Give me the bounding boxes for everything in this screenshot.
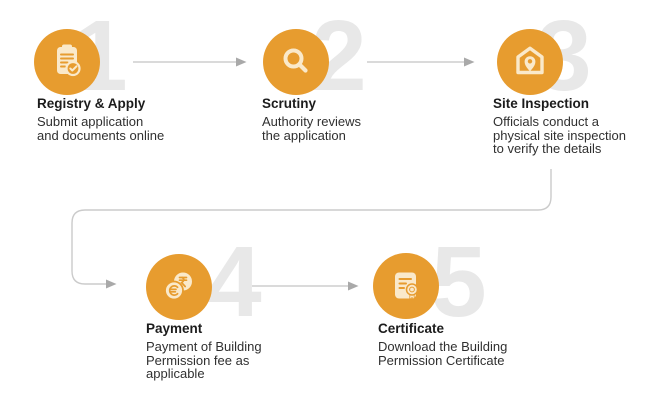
step-icon-circle <box>497 29 563 95</box>
connector-arrow-1-2 <box>133 57 247 67</box>
step-description: Submit application and documents online <box>37 114 165 143</box>
step-icon-circle <box>263 29 329 95</box>
step-description: Authority reviews the application <box>262 114 361 143</box>
connector-arrow-4-5 <box>252 281 359 291</box>
step-description: Payment of Building Permission fee as ap… <box>146 339 262 381</box>
step-icon-circle <box>146 254 212 320</box>
certificate-icon <box>395 272 419 301</box>
connector-arrow-2-3 <box>367 57 475 67</box>
step-title: Certificate <box>378 321 445 336</box>
step-title: Payment <box>146 321 203 336</box>
step-icon-circle <box>373 253 439 319</box>
step-number: 5 <box>431 226 487 338</box>
step-description: Download the Building Permission Certifi… <box>378 339 508 368</box>
step-number: 4 <box>206 226 262 338</box>
step-title: Scrutiny <box>262 96 317 111</box>
magnifier-icon <box>283 48 308 73</box>
connector-curve-3-4 <box>71 169 552 289</box>
step-description: Officials conduct a physical site inspec… <box>493 114 626 156</box>
step-title: Registry & Apply <box>37 96 146 111</box>
rupee-symbol <box>178 276 188 288</box>
clipboard-check-icon <box>57 44 81 77</box>
step-icon-circle <box>34 29 100 95</box>
currency-coins-icon <box>164 272 192 301</box>
step-title: Site Inspection <box>493 96 590 111</box>
house-location-pin-icon <box>516 46 544 75</box>
euro-symbol <box>168 285 179 296</box>
